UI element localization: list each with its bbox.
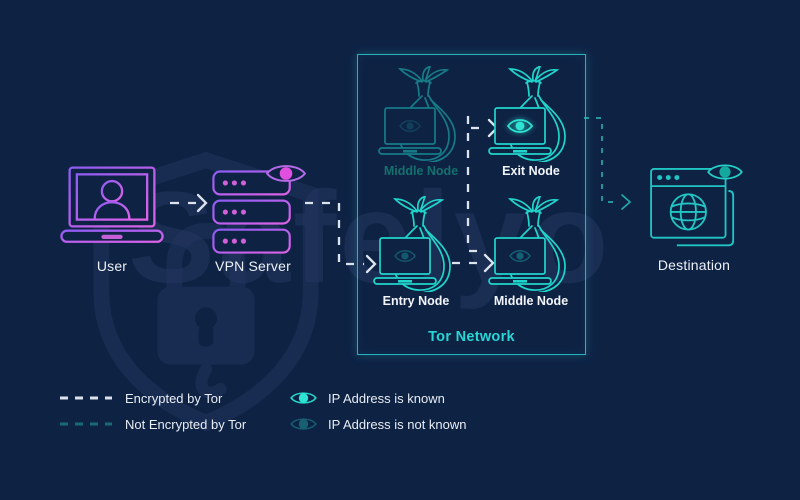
onion-laptop-icon-entry — [373, 196, 451, 292]
onion-laptop-icon-exit — [488, 66, 566, 162]
middle-node-top-label: Middle Node — [383, 164, 459, 178]
legend-not-encrypted-label: Not Encrypted by Tor — [125, 417, 247, 432]
destination-label: Destination — [657, 257, 731, 273]
watermark-shield-logo — [93, 151, 319, 432]
legend-ip-known-label: IP Address is known — [328, 391, 445, 406]
destination-browser-icon — [650, 168, 735, 247]
onion-laptop-icon-middle-bottom — [488, 196, 566, 292]
user-label: User — [96, 258, 128, 274]
exit-node-label: Exit Node — [502, 164, 560, 178]
legend-encrypted-label: Encrypted by Tor — [125, 391, 223, 406]
user-laptop-icon — [60, 166, 164, 243]
entry-node-label: Entry Node — [382, 294, 450, 308]
tor-network-label: Tor Network — [428, 329, 515, 345]
legend-eye-unknown-icon — [290, 418, 317, 430]
legend-eye-known-icon — [290, 392, 317, 404]
legend-ip-unknown-label: IP Address is not known — [328, 417, 467, 432]
middle-node-bottom-label: Middle Node — [493, 294, 569, 308]
vpn-server-label: VPN Server — [215, 258, 291, 274]
onion-laptop-icon-middle-top — [378, 66, 456, 162]
destination-eye-ip-known-icon — [707, 164, 743, 180]
vpn-eye-ip-known-icon — [265, 165, 307, 182]
